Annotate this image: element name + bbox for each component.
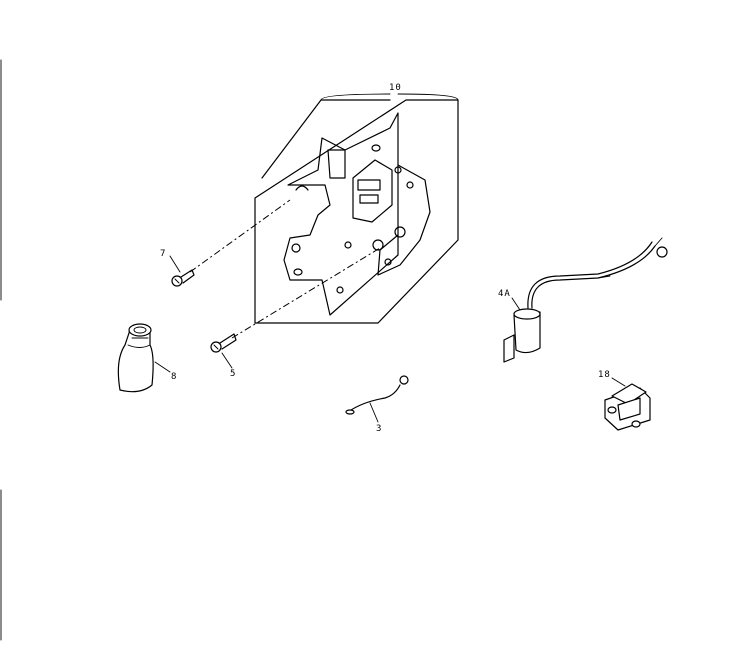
bulb-8 bbox=[117, 323, 171, 393]
callout-10: 10 bbox=[389, 83, 402, 93]
screw-5 bbox=[210, 333, 237, 369]
bracket-flange bbox=[377, 164, 431, 276]
alignment-line-screw-7 bbox=[189, 199, 291, 273]
wire-3 bbox=[345, 375, 409, 423]
callout-5: 5 bbox=[230, 369, 236, 379]
switch-18 bbox=[604, 377, 651, 431]
callout-3: 3 bbox=[376, 424, 382, 434]
alignment-line-screw-5 bbox=[231, 247, 381, 339]
screw-7 bbox=[169, 255, 195, 287]
capacitor-4a bbox=[503, 237, 668, 363]
bracket-assembly bbox=[254, 99, 459, 324]
bracket-cutout bbox=[352, 159, 393, 223]
callout-7: 7 bbox=[160, 249, 166, 259]
bracket-plate bbox=[283, 112, 399, 316]
callout-18: 18 bbox=[598, 370, 611, 380]
callout-8: 8 bbox=[171, 372, 177, 382]
assembly-outline bbox=[254, 99, 459, 324]
callout-4a: 4A bbox=[498, 289, 511, 299]
